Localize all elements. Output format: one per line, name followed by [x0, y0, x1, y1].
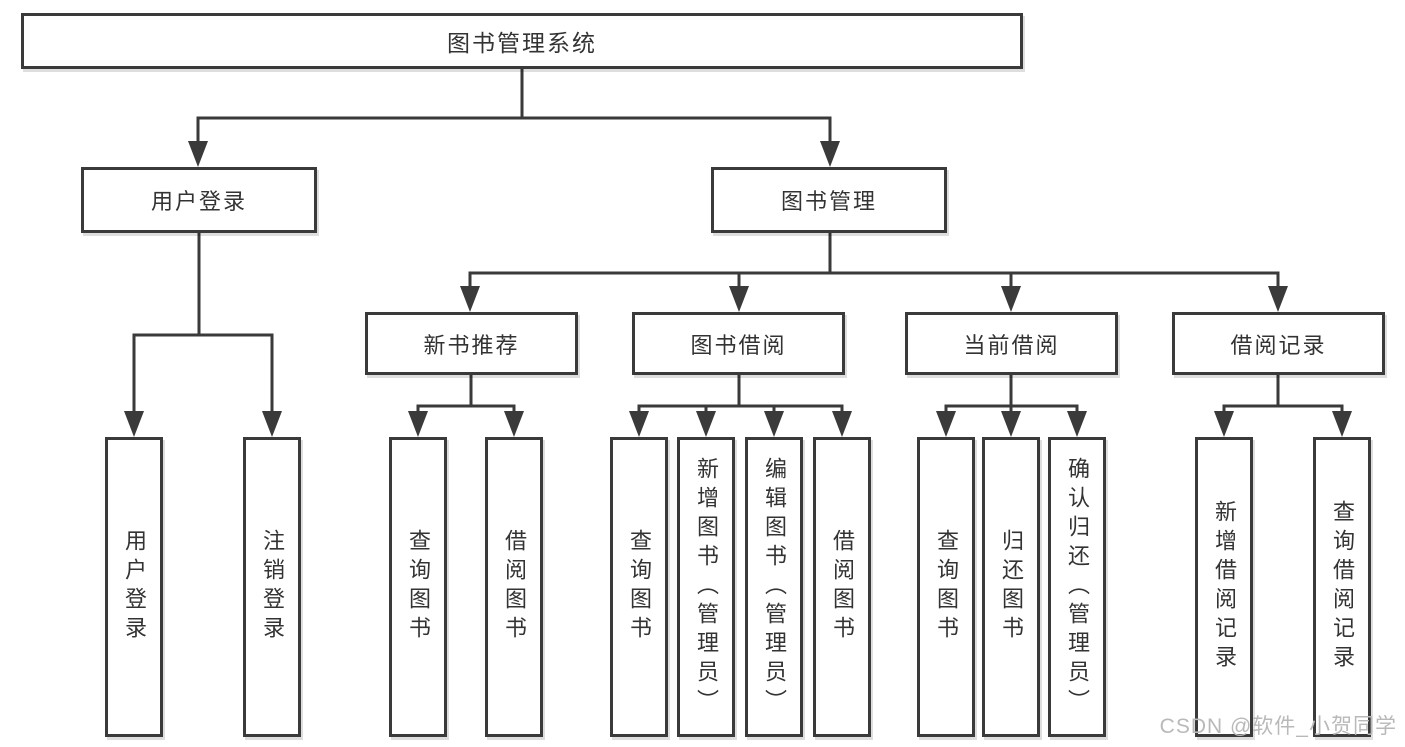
node-borrow-records-label: 借阅记录 [1230, 332, 1327, 358]
node-book-borrow-label: 图书借阅 [690, 332, 787, 358]
leaf-br-query-record-label: 查询借阅记录 [1330, 500, 1355, 674]
leaf-nb-borrow-book: 借阅图书 [485, 437, 543, 737]
node-root-label: 图书管理系统 [447, 30, 597, 56]
node-book-management: 图书管理 [711, 167, 947, 233]
leaf-bb-borrow-book-label: 借阅图书 [830, 529, 855, 645]
arrow-icon [1332, 411, 1352, 437]
arrow-icon [1001, 286, 1021, 312]
leaf-cb-confirm-return-admin-label: 确认归还（管理员） [1065, 456, 1090, 718]
node-book-borrow: 图书借阅 [632, 312, 845, 375]
arrow-icon [1214, 411, 1234, 437]
leaf-bb-edit-book-admin: 编辑图书（管理员） [745, 437, 803, 737]
leaf-bb-borrow-book: 借阅图书 [813, 437, 871, 737]
arrow-icon [1001, 411, 1021, 437]
arrow-icon [832, 411, 852, 437]
leaf-nb-query-book-label: 查询图书 [406, 529, 431, 645]
leaf-bb-edit-book-admin-label: 编辑图书（管理员） [762, 456, 787, 718]
leaf-logout-label: 注销登录 [260, 529, 285, 645]
node-root: 图书管理系统 [21, 13, 1023, 69]
leaf-br-query-record: 查询借阅记录 [1313, 437, 1371, 737]
arrow-icon [124, 411, 144, 437]
leaf-bb-query-book: 查询图书 [610, 437, 668, 737]
node-new-book-recommend-label: 新书推荐 [423, 332, 520, 358]
arrow-icon [188, 141, 208, 167]
arrow-icon [504, 411, 524, 437]
leaf-user-login-label: 用户登录 [122, 529, 147, 645]
node-current-borrow-label: 当前借阅 [963, 332, 1060, 358]
leaf-cb-confirm-return-admin: 确认归还（管理员） [1048, 437, 1106, 737]
arrow-icon [629, 411, 649, 437]
arrow-icon [460, 286, 480, 312]
leaf-cb-query-book-label: 查询图书 [934, 529, 959, 645]
arrow-icon [1268, 286, 1288, 312]
leaf-br-add-record: 新增借阅记录 [1195, 437, 1253, 737]
node-user-login-label: 用户登录 [150, 189, 247, 214]
leaf-cb-return-book-label: 归还图书 [999, 529, 1024, 645]
node-new-book-recommend: 新书推荐 [365, 312, 578, 375]
node-book-management-label: 图书管理 [780, 189, 877, 214]
node-current-borrow: 当前借阅 [905, 312, 1118, 375]
leaf-logout: 注销登录 [243, 437, 301, 737]
arrow-icon [936, 411, 956, 437]
node-borrow-records: 借阅记录 [1172, 312, 1385, 375]
arrow-icon [696, 411, 716, 437]
node-user-login: 用户登录 [81, 167, 317, 233]
leaf-cb-return-book: 归还图书 [982, 437, 1040, 737]
leaf-nb-borrow-book-label: 借阅图书 [502, 529, 527, 645]
arrow-icon [820, 141, 840, 167]
leaf-bb-query-book-label: 查询图书 [627, 529, 652, 645]
leaf-br-add-record-label: 新增借阅记录 [1212, 500, 1237, 674]
watermark: CSDN @软件_小贺同学 [1159, 715, 1397, 738]
leaf-bb-add-book-admin-label: 新增图书（管理员） [694, 456, 719, 718]
leaf-user-login: 用户登录 [105, 437, 163, 737]
arrow-icon [1067, 411, 1087, 437]
leaf-nb-query-book: 查询图书 [389, 437, 447, 737]
arrow-icon [729, 286, 749, 312]
leaf-bb-add-book-admin: 新增图书（管理员） [677, 437, 735, 737]
arrow-icon [764, 411, 784, 437]
leaf-cb-query-book: 查询图书 [917, 437, 975, 737]
arrow-icon [262, 411, 282, 437]
arrow-icon [408, 411, 428, 437]
